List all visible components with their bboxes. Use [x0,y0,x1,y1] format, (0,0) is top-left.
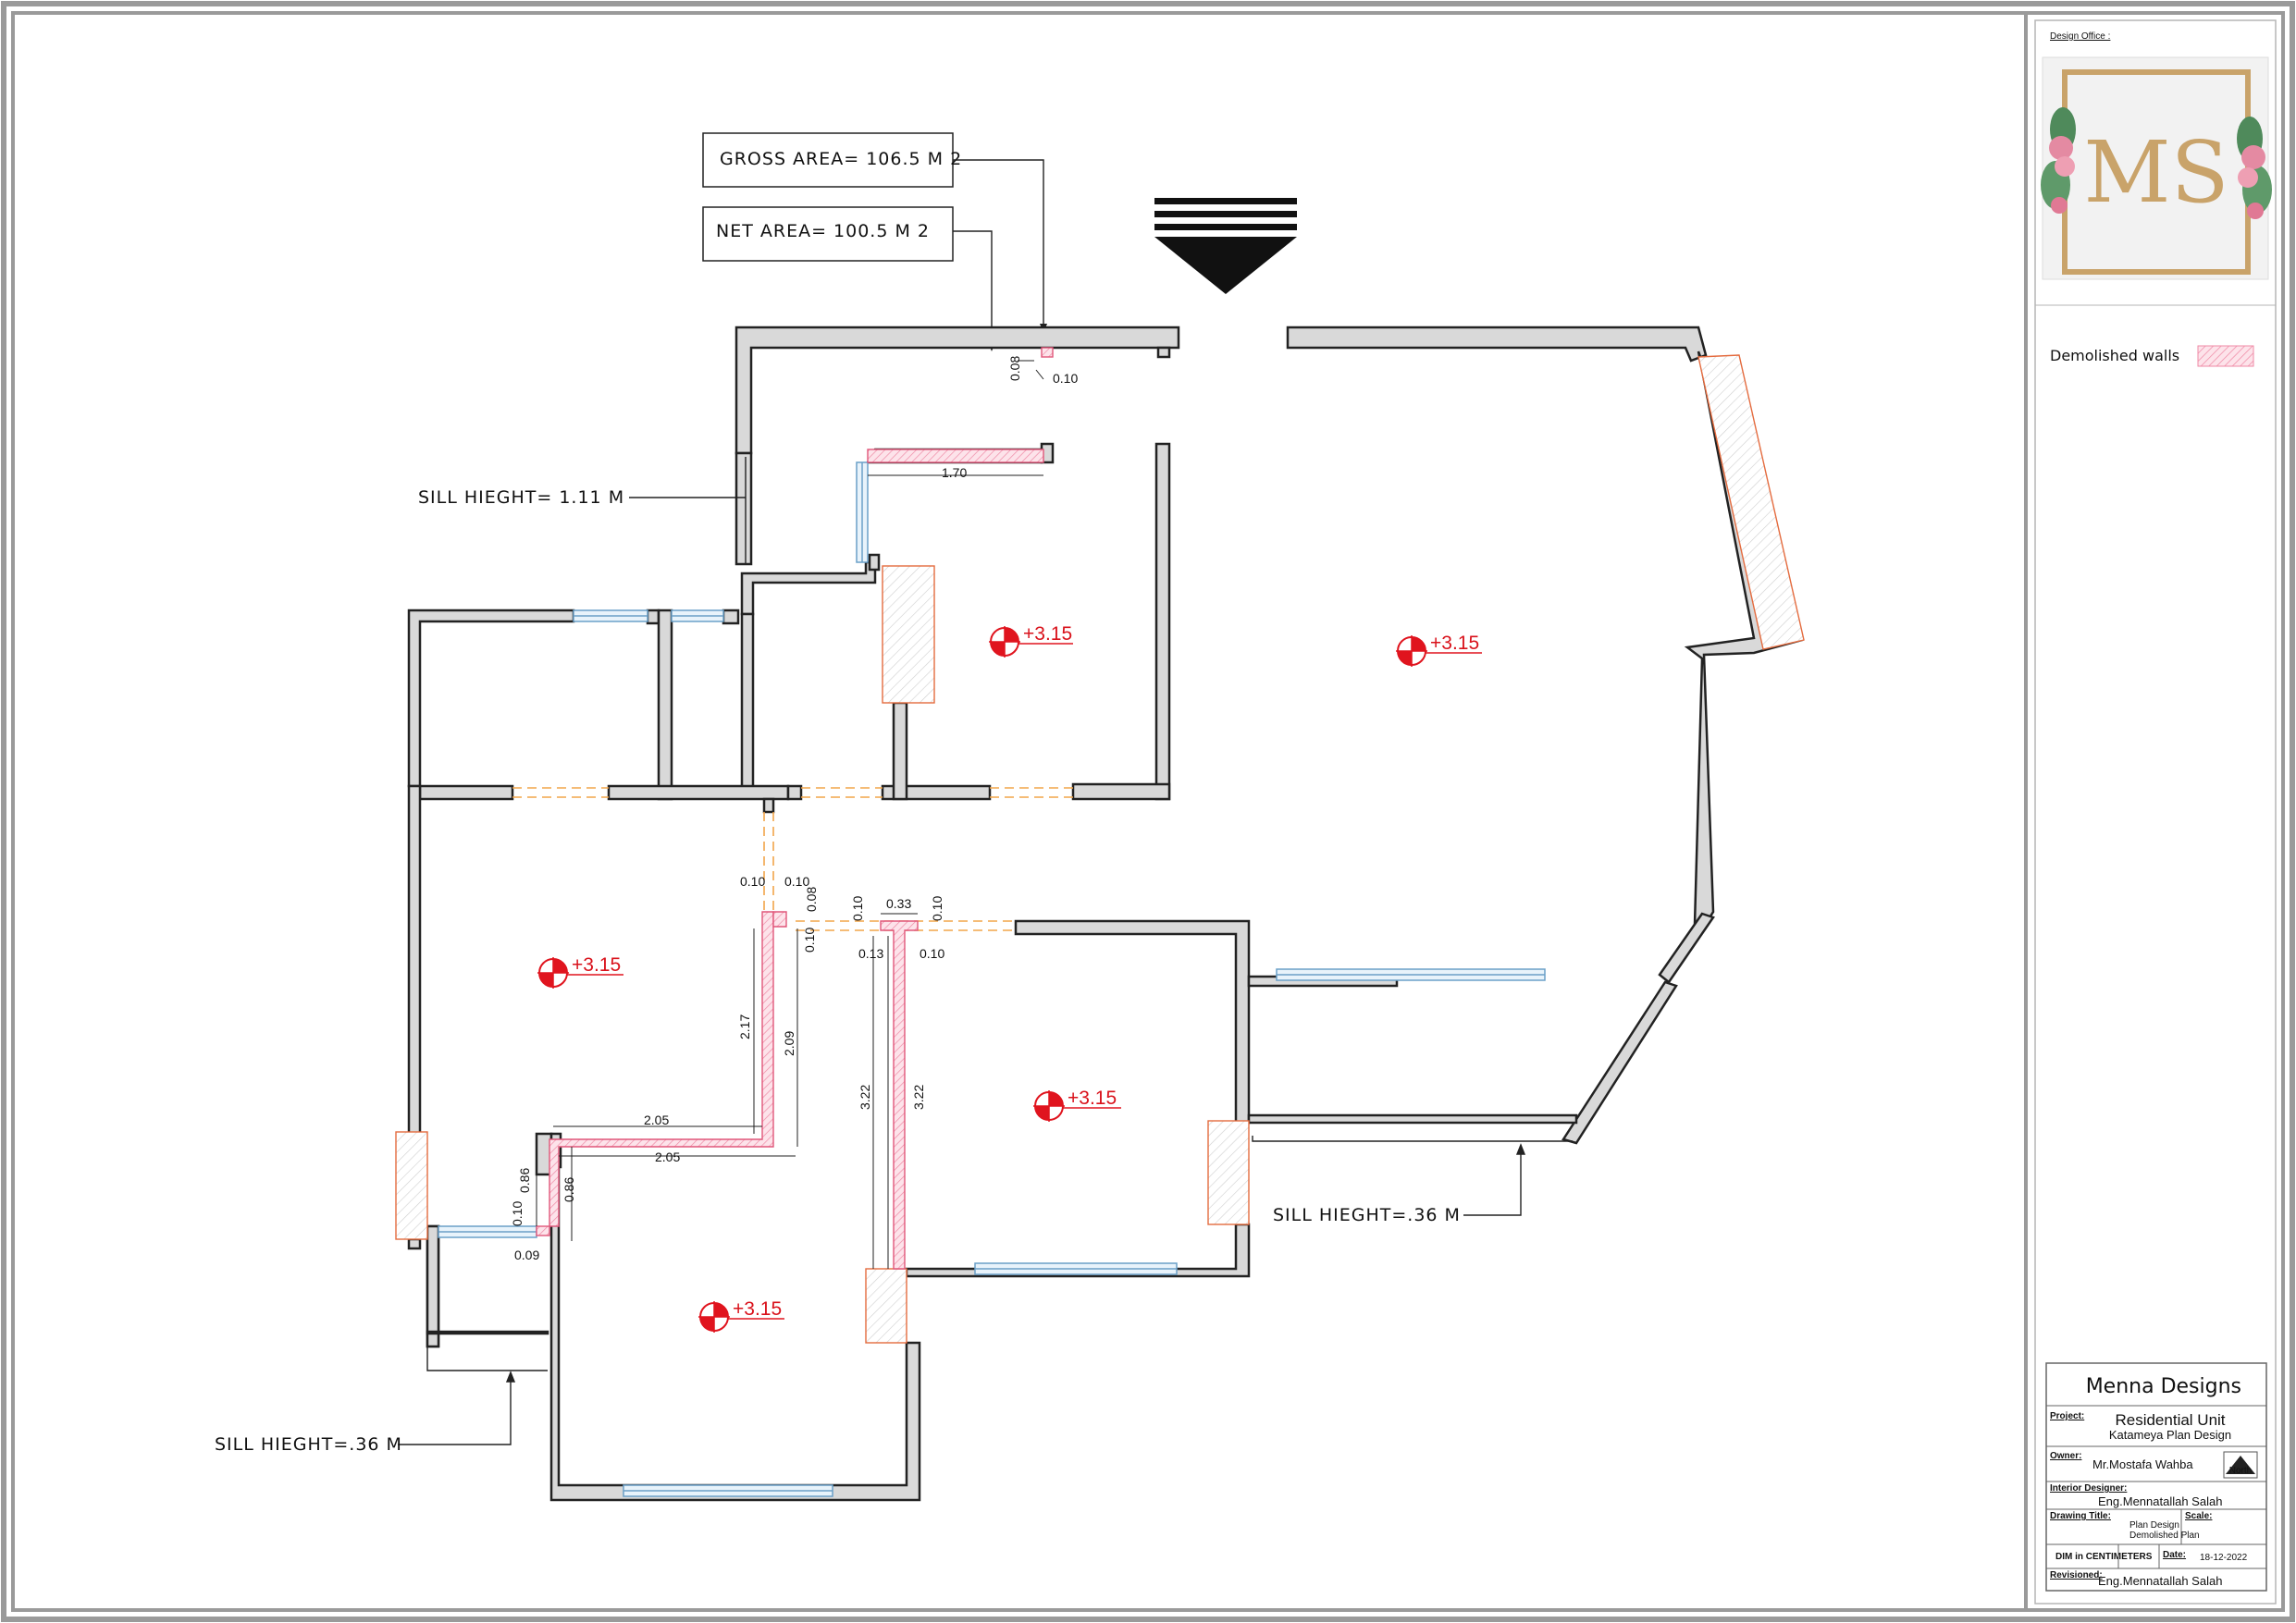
designer-label: Interior Designer: [2050,1483,2127,1494]
svg-text:3.22: 3.22 [911,1085,926,1110]
net-area-note: NET AREA= 100.5 M 2 [716,221,930,241]
legend-label: Demolished walls [2050,347,2179,364]
level-markers: +3.15 +3.15 +3.15 +3.15 +3.15 [537,623,1482,1334]
project-label: Project: [2050,1411,2084,1421]
sill-note-bottom-left: SILL HIEGHT=.36 M [215,1434,402,1455]
level-marker-icon [697,1300,731,1334]
svg-text:0.08: 0.08 [1007,356,1022,381]
level-marker-icon [1395,634,1428,668]
entrance-arrow-icon [1154,198,1297,294]
project-title: Residential Unit [2115,1411,2225,1429]
gross-area-note: GROSS AREA= 106.5 M 2 [720,149,962,169]
svg-text:0.09: 0.09 [514,1248,539,1262]
drawing-title-2: Demolished Plan [2129,1531,2200,1541]
svg-text:0.10: 0.10 [510,1201,525,1226]
scale-label: Scale: [2185,1511,2212,1521]
sill-leaders [398,457,1573,1445]
area-notes: GROSS AREA= 106.5 M 2 NET AREA= 100.5 M … [702,132,1047,351]
units-note: DIM in CENTIMETERS [2055,1552,2153,1562]
svg-text:0.10: 0.10 [850,896,865,921]
drawing-title-label: Drawing Title: [2050,1511,2111,1521]
door-openings [512,787,1073,931]
svg-text:+3.15: +3.15 [733,1298,782,1320]
svg-text:1.70: 1.70 [942,465,967,480]
dimension-texts: 0.08 0.10 1.70 0.10 0.10 0.08 0.10 0.10 … [510,356,1078,1262]
sill-note-top: SILL HIEGHT= 1.11 M [418,487,624,508]
project-subtitle: Katameya Plan Design [2109,1428,2231,1442]
svg-text:0.08: 0.08 [804,887,819,912]
revised-name: Eng.Mennatallah Salah [2098,1574,2222,1588]
svg-text:0.86: 0.86 [562,1177,576,1202]
owner-label: Owner: [2050,1451,2081,1461]
demolished-wall [772,911,787,928]
office-label: Design Office : [2050,31,2110,42]
inner-frame [11,11,2285,1612]
svg-text:+3.15: +3.15 [1023,623,1072,645]
flower-left-icon [2041,107,2076,214]
svg-text:3.22: 3.22 [858,1085,872,1110]
level-marker-icon [988,625,1021,658]
svg-text:0.86: 0.86 [517,1168,532,1193]
date-label: Date: [2163,1550,2186,1560]
level-marker-icon [537,956,570,990]
svg-text:+3.15: +3.15 [1430,633,1479,654]
logo-monogram: MS [2083,123,2228,222]
title-block: Design Office : MS Demolished walls [2035,31,2276,1592]
svg-text:2.05: 2.05 [655,1150,680,1164]
demolished-wall [536,1225,550,1236]
title-table: Menna Designs Project: Residential Unit … [2045,1362,2267,1592]
designer-name: Eng.Mennatallah Salah [2098,1494,2222,1508]
drawing-title-1: Plan Design [2129,1520,2179,1531]
hatched-segments [395,354,1805,1344]
demolished-walls [536,347,1054,1270]
owner-name: Mr.Mostafa Wahba [2092,1457,2193,1471]
level-marker-icon [1032,1089,1066,1123]
svg-text:0.10: 0.10 [784,874,809,889]
svg-text:North: North [2229,1466,2252,1476]
dimension-lines [536,360,1044,1269]
demolished-wall [549,911,774,1227]
svg-text:2.17: 2.17 [737,1014,752,1039]
title-block-frame [2024,11,2285,1612]
svg-text:0.33: 0.33 [886,896,911,911]
svg-text:0.10: 0.10 [1053,371,1078,386]
revised-label: Revisioned: [2050,1570,2103,1580]
flower-right-icon [2237,117,2272,219]
floor-plan: GROSS AREA= 106.5 M 2 NET AREA= 100.5 M … [215,132,1805,1502]
demolished-wall [1041,347,1054,358]
svg-text:2.05: 2.05 [644,1113,669,1127]
windows [438,461,1546,1497]
sill-note-right: SILL HIEGHT=.36 M [1273,1205,1461,1225]
svg-text:+3.15: +3.15 [572,954,621,976]
svg-text:2.09: 2.09 [782,1031,796,1056]
logo: MS [2041,56,2272,280]
legend-demolished-swatch [2197,345,2254,367]
svg-text:0.10: 0.10 [920,946,944,961]
svg-text:0.10: 0.10 [930,896,944,921]
demolished-wall [880,920,919,1270]
north-arrow-icon: North [2223,1451,2258,1479]
svg-text:0.13: 0.13 [858,946,883,961]
svg-text:0.10: 0.10 [802,928,817,953]
demolished-wall [867,449,1044,463]
date-value: 18-12-2022 [2200,1553,2248,1563]
svg-text:0.10: 0.10 [740,874,765,889]
svg-text:+3.15: +3.15 [1068,1088,1117,1109]
company-name: Menna Designs [2086,1375,2241,1398]
